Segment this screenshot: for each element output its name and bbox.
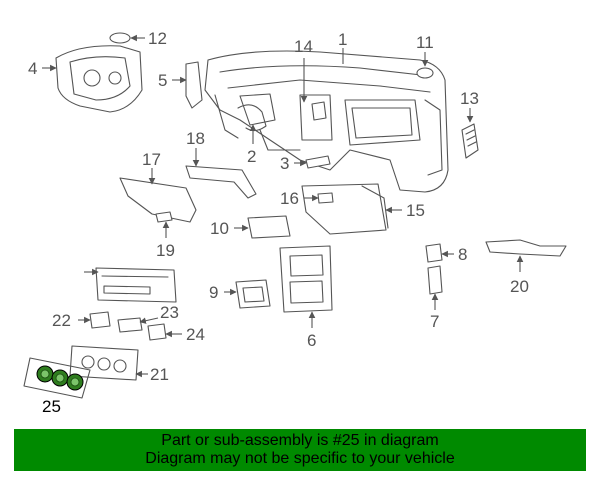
callout-20[interactable]: 20: [510, 277, 529, 296]
banner-line-2: Diagram may not be specific to your vehi…: [145, 450, 455, 467]
callout-1[interactable]: 1: [338, 30, 347, 49]
callout-21[interactable]: 21: [150, 365, 169, 384]
switch-part-8[interactable]: [425, 243, 443, 263]
parts-diagram: 1 2 3 4 5 6 7 8: [23, 29, 567, 416]
callout-2[interactable]: 2: [247, 147, 256, 166]
ring-part-12[interactable]: [109, 32, 131, 44]
switch-part-23[interactable]: [117, 317, 143, 333]
callout-13[interactable]: 13: [460, 89, 479, 108]
cap-part-11[interactable]: [416, 67, 434, 79]
callout-10[interactable]: 10: [210, 219, 229, 238]
reinforcement-part-18[interactable]: [185, 165, 257, 199]
trim-panel-part-5[interactable]: [185, 61, 203, 109]
center-bezel-part-6[interactable]: [279, 245, 333, 313]
bracket-part-14[interactable]: [311, 101, 327, 121]
callout-9[interactable]: 9: [209, 283, 218, 302]
info-banner: Part or sub-assembly is #25 in diagram D…: [14, 429, 586, 471]
banner-line-1: Part or sub-assembly is #25 in diagram: [161, 432, 439, 449]
bezel-part-9[interactable]: [235, 279, 271, 309]
callout-19[interactable]: 19: [156, 241, 175, 260]
callout-16[interactable]: 16: [280, 189, 299, 208]
clip-part-19[interactable]: [155, 211, 173, 223]
vent-part-13[interactable]: [461, 123, 479, 159]
callout-4[interactable]: 4: [28, 59, 37, 78]
switch-part-24[interactable]: [147, 323, 167, 341]
switch-housing-part-10[interactable]: [247, 215, 291, 239]
control-panel-part-21[interactable]: [69, 345, 139, 381]
switch-part-22[interactable]: [89, 311, 111, 329]
knob-set-part-25[interactable]: [23, 357, 91, 399]
bracket-part-20[interactable]: [485, 239, 567, 257]
cluster-bezel-part-4[interactable]: [55, 45, 143, 113]
instrument-panel-part[interactable]: [204, 50, 449, 193]
callout-18[interactable]: 18: [186, 129, 205, 148]
callout-7[interactable]: 7: [430, 312, 439, 331]
callout-15[interactable]: 15: [406, 201, 425, 220]
callout-24[interactable]: 24: [186, 325, 205, 344]
callout-11[interactable]: 11: [416, 33, 434, 52]
leader-23: [139, 317, 159, 324]
callout-6[interactable]: 6: [307, 331, 316, 350]
callout-12[interactable]: 12: [148, 29, 167, 48]
callout-22[interactable]: 22: [52, 311, 71, 330]
callout-3[interactable]: 3: [280, 154, 289, 173]
duct-part-3[interactable]: [305, 155, 331, 169]
lower-panel-part-17[interactable]: [119, 177, 197, 223]
callout-23[interactable]: 23: [160, 303, 179, 322]
bracket-part-7[interactable]: [427, 265, 443, 295]
callout-14[interactable]: 14: [294, 37, 313, 56]
callout-17[interactable]: 17: [142, 150, 161, 169]
callout-25[interactable]: 25: [42, 397, 61, 416]
latch-part-16[interactable]: [317, 192, 334, 204]
glove-box-part-15[interactable]: [301, 183, 389, 235]
radio-part-26[interactable]: [95, 267, 177, 303]
callout-5[interactable]: 5: [158, 71, 167, 90]
callout-8[interactable]: 8: [458, 245, 467, 264]
